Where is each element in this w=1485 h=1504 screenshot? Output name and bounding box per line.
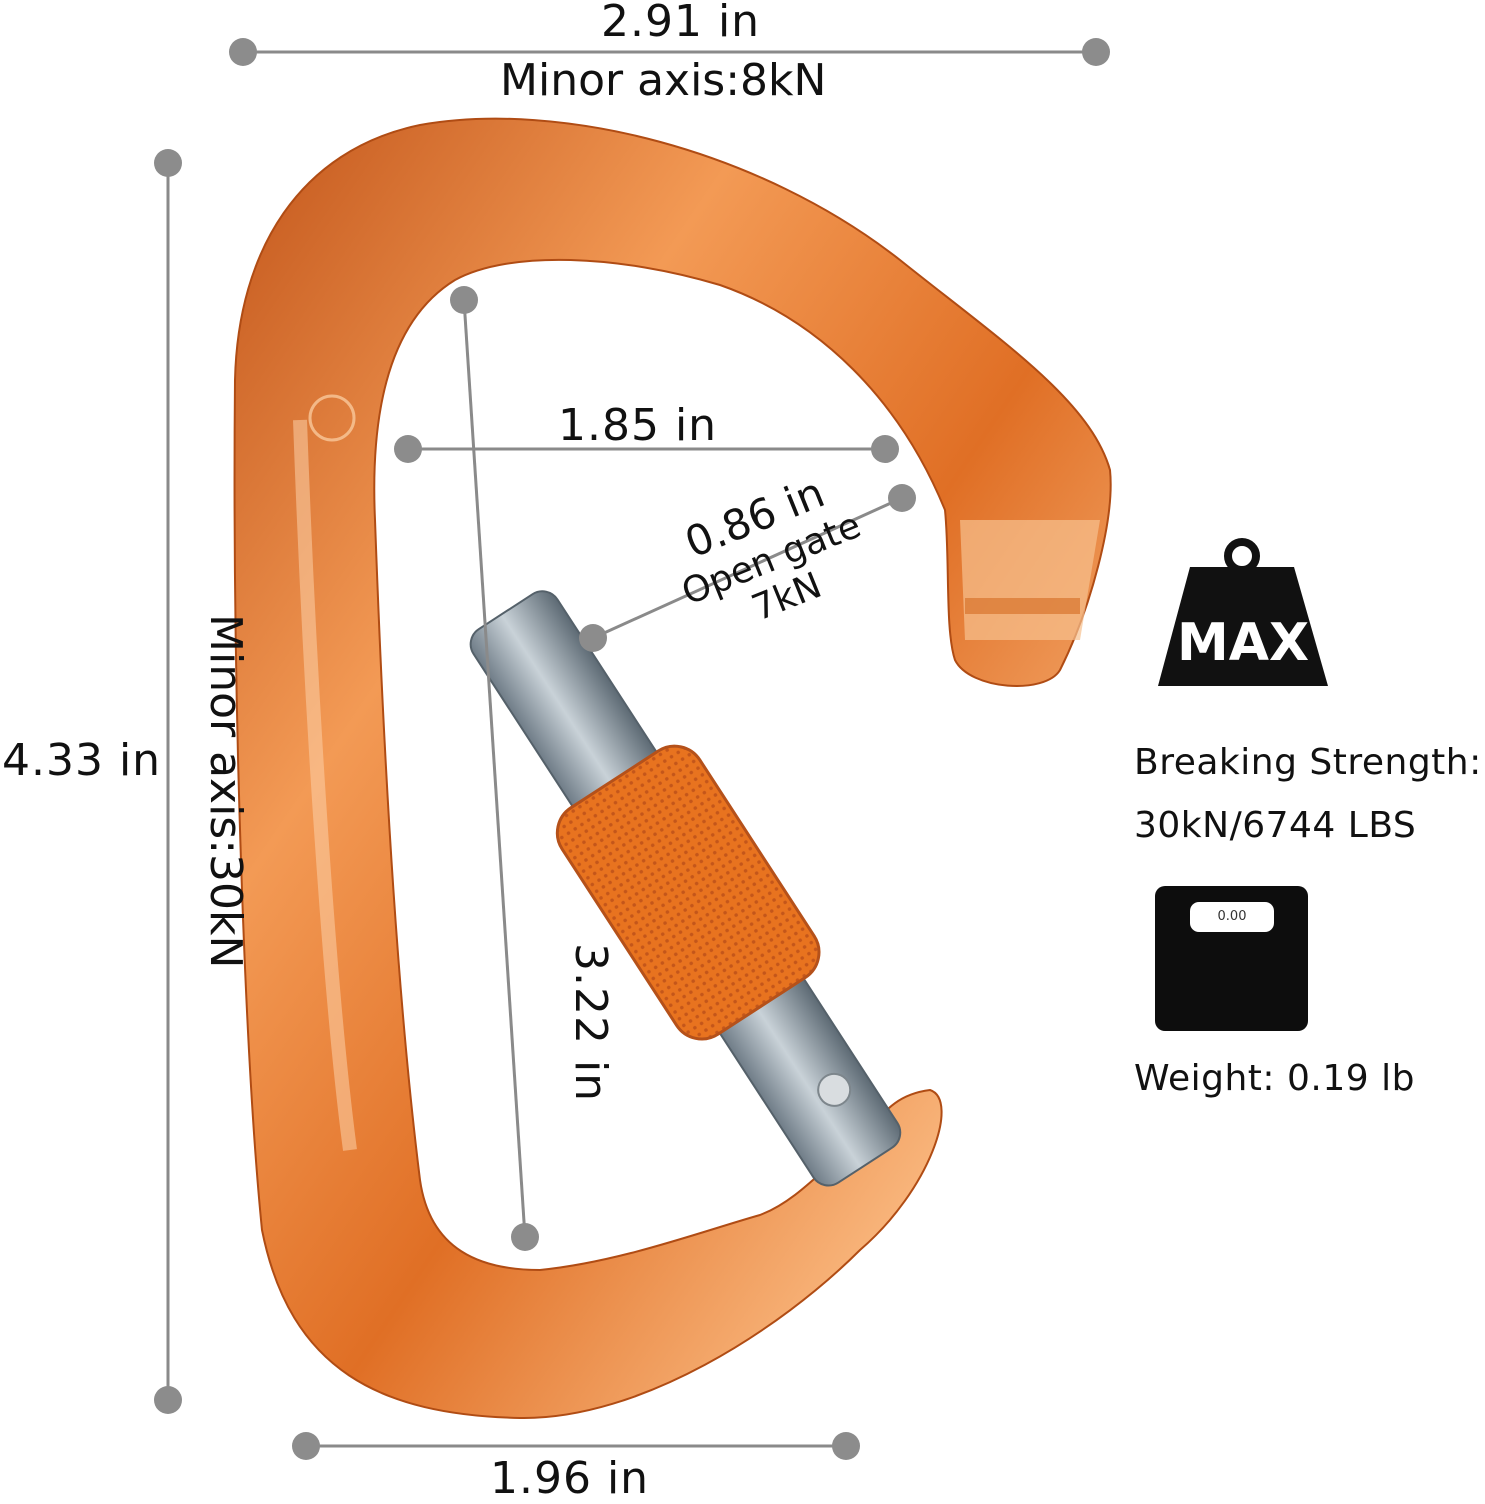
carabiner-gate — [469, 590, 902, 1187]
breaking-strength-value: 30kN/6744 LBS — [1134, 805, 1417, 846]
top-width-label: 2.91 in — [601, 0, 761, 47]
top-axis-label: Minor axis:8kN — [500, 55, 827, 106]
scale-reading: 0.00 — [1217, 909, 1247, 924]
dimension-lines — [154, 38, 1110, 1460]
max-icon-text: MAX — [1177, 613, 1309, 673]
breaking-strength-label: Breaking Strength: — [1134, 742, 1482, 783]
side-axis-label: Minor axis:30kN — [200, 614, 251, 969]
carabiner-body — [233, 117, 1112, 1420]
scale-icon — [1155, 886, 1308, 1031]
weight-label: Weight: 0.19 lb — [1134, 1058, 1415, 1099]
weight-max-icon: MAX — [1158, 538, 1328, 686]
bottom-width-label: 1.96 in — [490, 1453, 650, 1504]
inner-length-label: 3.22 in — [565, 943, 616, 1103]
inner-width-label: 1.85 in — [558, 400, 718, 451]
height-label: 4.33 in — [2, 735, 162, 786]
